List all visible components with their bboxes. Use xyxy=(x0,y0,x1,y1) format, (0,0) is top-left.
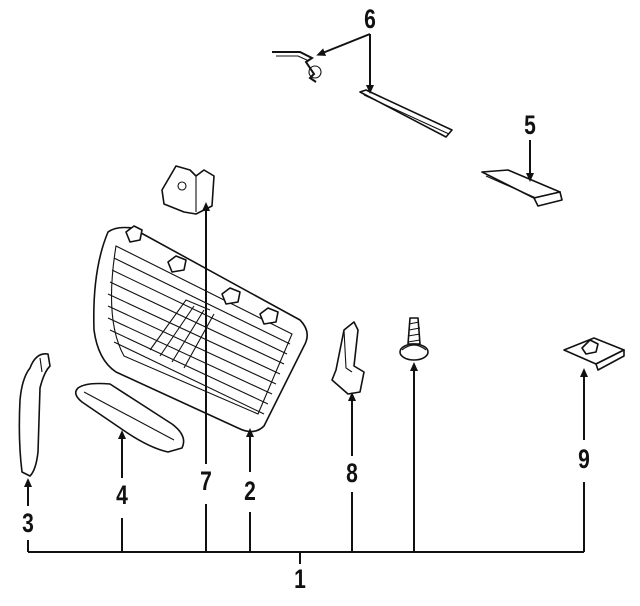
lower-molding-part xyxy=(74,382,185,453)
wire-clip-part xyxy=(272,51,322,83)
callout-3: 3 xyxy=(22,508,34,538)
callout-9: 9 xyxy=(578,444,590,474)
callout-8: 8 xyxy=(346,458,358,488)
screw-part xyxy=(399,317,429,361)
leader-lines xyxy=(24,33,588,564)
callout-1: 1 xyxy=(294,564,306,594)
seal-strip-part xyxy=(359,89,453,138)
side-molding-part xyxy=(18,352,51,477)
callout-5: 5 xyxy=(524,110,536,140)
callout-2: 2 xyxy=(244,476,256,506)
callout-4: 4 xyxy=(116,480,128,510)
callout-7: 7 xyxy=(200,466,212,496)
grille-part xyxy=(92,225,308,433)
mounting-bracket-part xyxy=(331,321,365,395)
bracket-clip-part xyxy=(161,165,215,215)
leader-6b xyxy=(316,33,371,56)
seal-pad-part xyxy=(481,169,563,207)
callout-6: 6 xyxy=(364,4,376,34)
nut-clip-part xyxy=(563,337,625,371)
